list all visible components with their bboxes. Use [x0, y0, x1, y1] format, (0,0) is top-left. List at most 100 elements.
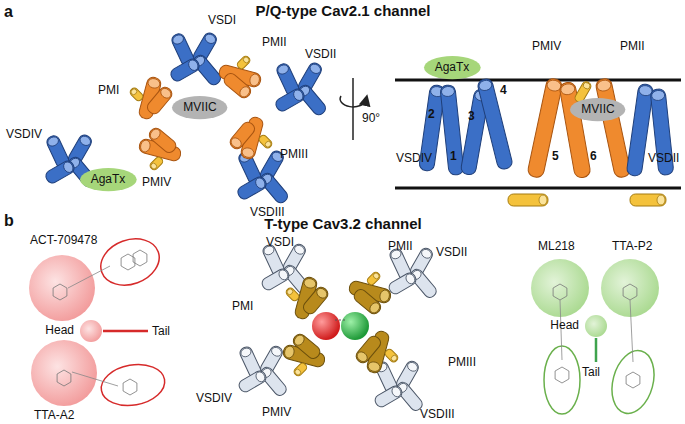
helix-end: [171, 33, 185, 46]
helix-cylinder: [228, 120, 257, 151]
helix-end: [276, 63, 290, 76]
helix-body: [260, 267, 291, 292]
helix-end: [372, 272, 380, 280]
helix-body: [285, 287, 301, 303]
part-label: PMIII: [448, 356, 476, 369]
ligand-sphere: [312, 312, 340, 340]
head-blob: [31, 340, 97, 406]
tail-outline: [94, 231, 165, 293]
helix-body: [222, 71, 253, 100]
helix-end: [241, 147, 255, 159]
part-label: PMIII: [280, 148, 308, 161]
panel-letter: a: [4, 3, 13, 21]
toxin-ellipse: AgaTx: [80, 168, 137, 191]
toxin-blob: [570, 98, 625, 121]
helix-end: [379, 289, 391, 303]
part-label: Tail: [582, 366, 600, 379]
helix-end: [441, 86, 455, 97]
helix-end: [203, 32, 217, 45]
helix-end: [315, 286, 329, 300]
callout-number: 6: [590, 150, 597, 163]
node-shape: [80, 320, 102, 342]
helix-cylinder: [630, 194, 666, 206]
helix-cylinder: [149, 156, 165, 172]
molecule-bond: [72, 372, 118, 386]
helix-cylinder: [44, 159, 76, 185]
helix-body: [293, 362, 309, 378]
helix-end: [229, 136, 243, 150]
helix-end: [292, 333, 306, 347]
molecule-bond: [630, 300, 633, 362]
callout-number: 2: [428, 108, 435, 121]
helix-end: [150, 162, 158, 170]
helix-cylinder: [595, 77, 631, 178]
molecule-ring: [133, 250, 147, 266]
helix-cylinder: [237, 369, 268, 394]
helix-end: [560, 83, 576, 96]
helix-cylinder: [258, 134, 274, 150]
helix-end: [62, 160, 75, 174]
helix-end: [404, 272, 416, 285]
helix-body: [236, 55, 252, 71]
helix-end: [283, 345, 295, 359]
helix-body: [228, 120, 257, 151]
helix-body: [373, 384, 404, 409]
part-label: VSDIV: [196, 392, 232, 405]
node-text: Head: [550, 319, 579, 332]
helix-end: [130, 88, 138, 96]
node-text: MVIIC: [581, 103, 614, 116]
helix-body: [354, 334, 383, 365]
helix-body: [44, 159, 76, 185]
helix-end: [390, 354, 398, 362]
tail-line: [103, 330, 148, 333]
helix-end: [368, 301, 382, 315]
pore-line: [335, 320, 345, 321]
helix-end: [293, 244, 306, 256]
helix-end: [390, 385, 402, 398]
helix-body: [237, 369, 268, 394]
helix-end: [187, 58, 200, 72]
helix-end: [294, 368, 302, 376]
panel-letter: b: [4, 212, 14, 230]
toxin-blob: [172, 96, 227, 119]
callout-number: 5: [552, 150, 559, 163]
helix-end: [582, 81, 591, 90]
helix-body: [147, 126, 178, 155]
helix-end: [596, 79, 612, 92]
helix-body: [236, 175, 268, 201]
helix-cylinder: [129, 87, 145, 103]
part-label: PMII: [262, 36, 287, 49]
part-label: VSDIII: [420, 408, 455, 421]
helix-body: [527, 77, 563, 178]
helix-end: [148, 127, 162, 141]
helix-body: [508, 194, 548, 206]
helix-end: [303, 277, 317, 289]
helix-end: [286, 288, 294, 296]
part-label: Tail: [152, 325, 170, 338]
helix-end: [78, 134, 92, 147]
rotation-arrow: [340, 96, 366, 107]
helix-cylinder: [285, 287, 301, 303]
helix-end: [46, 135, 60, 148]
helix-end: [242, 56, 250, 64]
part-label: VSDII: [648, 152, 679, 165]
molecule-ring: [57, 370, 71, 386]
node-text: AgaTx: [435, 61, 470, 74]
helix-cylinder: [508, 194, 548, 206]
helix-cylinder: [301, 285, 330, 316]
helix-body: [149, 156, 165, 172]
callout-number: 3: [468, 110, 475, 123]
helix-end: [657, 195, 665, 205]
part-label: VSDIV: [6, 128, 42, 141]
molecule-ring: [555, 367, 569, 383]
molecule-bond: [68, 266, 110, 288]
helix-end: [277, 268, 289, 281]
helix-body: [291, 332, 322, 361]
helix-cylinder: [291, 332, 322, 361]
part-label: PMIV: [532, 40, 561, 53]
helix-end: [238, 85, 252, 99]
helix-end: [420, 248, 433, 260]
toxin-blob: [424, 56, 481, 79]
head-circle: Head: [585, 315, 607, 337]
helix-body: [477, 78, 514, 171]
